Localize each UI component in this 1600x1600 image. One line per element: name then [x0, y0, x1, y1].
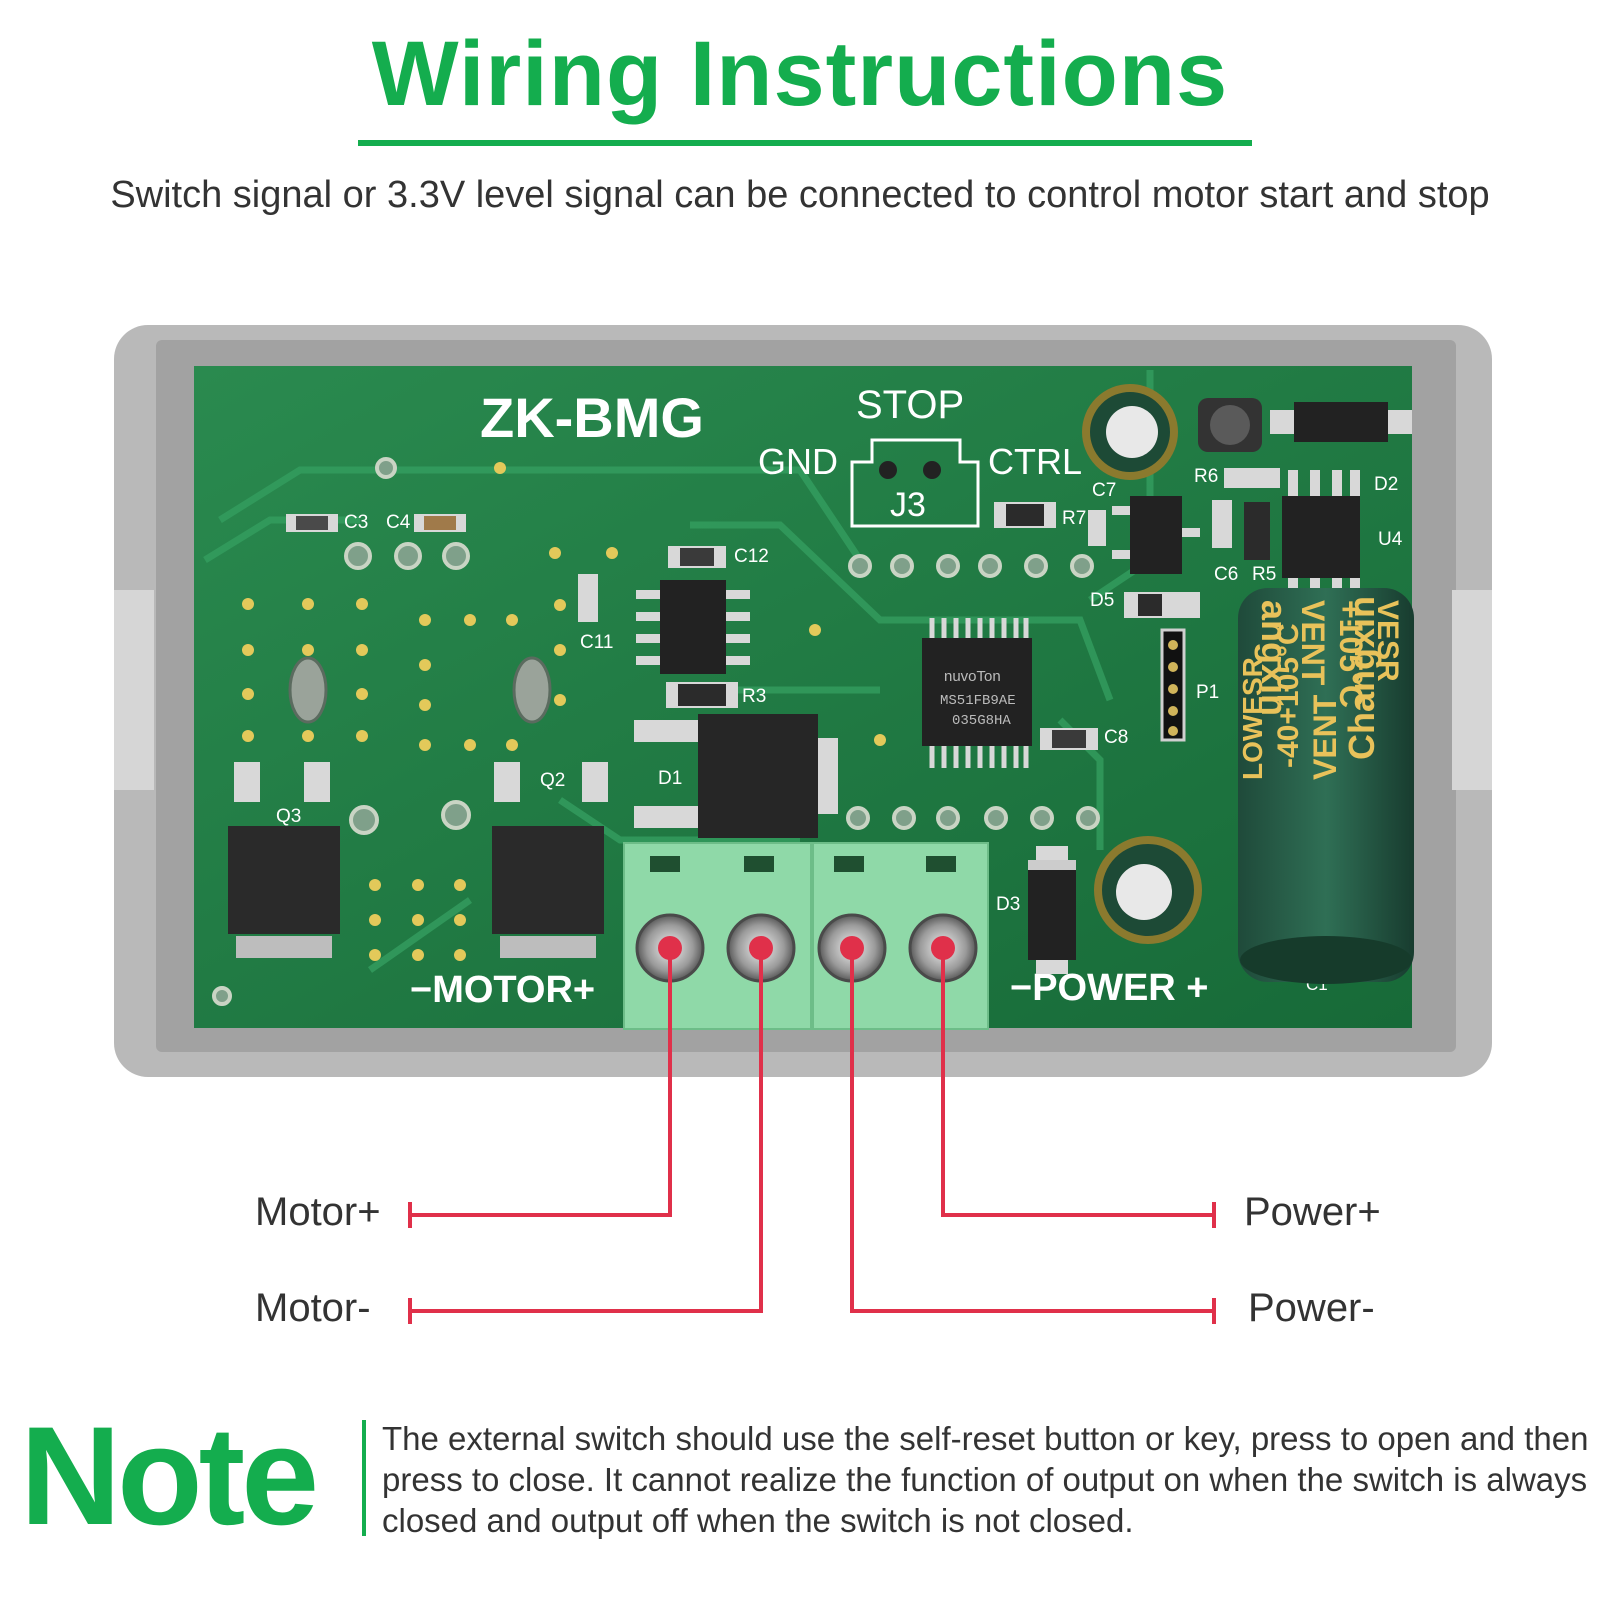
cap-text-h: LOWESR	[1237, 657, 1268, 780]
comp-label-d2: D2	[1374, 474, 1398, 495]
comp-label-c12: C12	[734, 546, 769, 567]
terminal-block	[623, 842, 989, 1030]
comp-label-d3: D3	[996, 894, 1020, 915]
stop-label: STOP	[856, 383, 964, 427]
cap-text-g: -40+105°C	[1272, 623, 1305, 768]
wire-motor-minus	[410, 948, 763, 1313]
comp-label-r5: R5	[1252, 564, 1276, 585]
cap-text-f: VENT	[1307, 694, 1343, 780]
diode-d1	[634, 714, 838, 838]
smd-components	[286, 468, 1280, 750]
comp-label-r6: R6	[1194, 466, 1218, 487]
comp-label-d1: D1	[658, 768, 682, 789]
board-model-label: ZK-BMG	[480, 386, 704, 449]
cap-text-a: angxin	[1254, 600, 1295, 716]
j3-label: J3	[890, 486, 926, 524]
ctrl-label: CTRL	[988, 441, 1082, 482]
wire-motor-plus	[410, 948, 672, 1217]
page-title: Wiring Instructions	[371, 23, 1229, 125]
motor-silk-label: −MOTOR+	[410, 969, 595, 1011]
mcu-brand: nuvoTon	[944, 668, 1001, 685]
wire-power-minus	[850, 948, 1214, 1313]
cap-text-b: VENT	[1295, 600, 1331, 686]
comp-label-u4: U4	[1378, 529, 1403, 550]
cap-text-d: VESR	[1371, 600, 1404, 682]
mosfets	[228, 762, 608, 958]
page-subtitle: Switch signal or 3.3V level signal can b…	[110, 174, 1490, 216]
comp-label-q3: Q3	[276, 806, 301, 827]
wire-power-plus	[941, 948, 1214, 1217]
mcu-part: MS51FB9AE	[940, 693, 1016, 709]
note-divider	[362, 1420, 366, 1536]
label-power-minus: Power-	[1248, 1286, 1375, 1330]
label-power-plus: Power+	[1244, 1190, 1381, 1234]
comp-label-c7: C7	[1092, 480, 1116, 501]
cap-text-e: Changxin	[1341, 596, 1382, 760]
comp-label-c8: C8	[1104, 727, 1128, 748]
comp-label-c4: C4	[386, 512, 411, 533]
note-heading: Note	[20, 1397, 319, 1554]
comp-label-d5: D5	[1090, 590, 1114, 611]
comp-label-p1: P1	[1196, 682, 1219, 703]
label-motor-plus: Motor+	[255, 1190, 381, 1234]
comp-label-c11: C11	[580, 632, 613, 653]
comp-label-r7: R7	[1062, 508, 1086, 529]
cap-text-c: +105°C	[1333, 600, 1369, 708]
label-motor-minus: Motor-	[255, 1286, 371, 1330]
comp-label-q2: Q2	[540, 770, 565, 791]
comp-label-c6: C6	[1214, 564, 1238, 585]
comp-label-r3: R3	[742, 686, 766, 707]
gnd-label: GND	[758, 441, 838, 482]
wire-end-ticks	[408, 1202, 1216, 1324]
note-body: The external switch should use the self-…	[382, 1420, 1589, 1539]
terminal-dots	[658, 936, 955, 960]
ic-chips: nuvoTon MS51FB9AE 035G8HA	[636, 398, 1412, 974]
comp-label-c3: C3	[344, 512, 368, 533]
wiring-lines	[408, 948, 1216, 1324]
mcu-code: 035G8HA	[952, 713, 1011, 729]
title-underline	[358, 140, 1252, 146]
capacitors: angxin VENT +105°C VESR Changxin VENT -4…	[1082, 384, 1414, 984]
